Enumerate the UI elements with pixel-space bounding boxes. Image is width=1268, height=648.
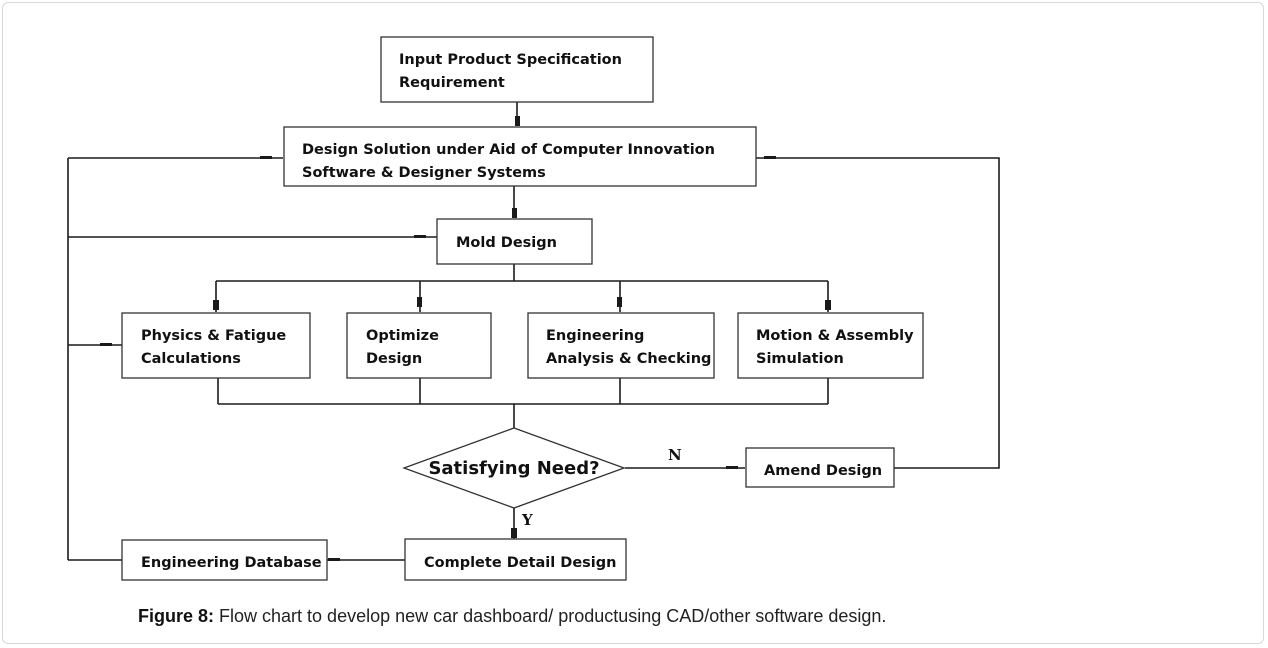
svg-text:Design: Design: [366, 351, 422, 367]
node-mold-design: Mold Design: [436, 218, 593, 265]
edge-label-no: N: [668, 446, 682, 464]
arrow-ticks: [100, 116, 831, 561]
arrow-tick-icon: [825, 300, 831, 310]
node-optimize-design: Optimize Design: [346, 312, 492, 379]
arrow-tick-icon: [213, 300, 219, 310]
arrow-tick-icon: [260, 156, 272, 159]
svg-text:Analysis & Checking: Analysis & Checking: [546, 351, 711, 367]
arrow-tick-icon: [100, 343, 112, 346]
figure-caption: Figure 8: Flow chart to develop new car …: [138, 606, 886, 627]
arrow-tick-icon: [417, 297, 422, 307]
arrow-tick-icon: [764, 156, 776, 159]
svg-text:Engineering Database: Engineering Database: [141, 555, 322, 571]
node-amend-design: Amend Design: [745, 447, 895, 488]
svg-text:Complete Detail Design: Complete Detail Design: [424, 555, 616, 571]
node-motion-assembly: Motion & Assembly Simulation: [737, 312, 924, 379]
figure-caption-label: Figure 8:: [138, 606, 215, 626]
edge-amend-loop: [756, 157, 1000, 469]
node-complete-detail-design: Complete Detail Design: [404, 538, 627, 581]
node-physics-fatigue: Physics & Fatigue Calculations: [121, 312, 311, 379]
svg-text:Satisfying Need?: Satisfying Need?: [428, 458, 599, 479]
arrow-tick-icon: [515, 116, 520, 126]
svg-text:Mold Design: Mold Design: [456, 235, 557, 251]
svg-text:Software & Designer Systems: Software & Designer Systems: [302, 165, 546, 181]
node-decision-satisfying-need: Satisfying Need?: [402, 427, 626, 509]
node-engineering-analysis: Engineering Analysis & Checking: [527, 312, 715, 379]
svg-text:Optimize: Optimize: [366, 328, 439, 344]
svg-text:Requirement: Requirement: [399, 75, 505, 91]
arrow-tick-icon: [512, 208, 517, 218]
node-design-solution: Design Solution under Aid of Computer In…: [283, 126, 757, 187]
svg-text:Simulation: Simulation: [756, 351, 844, 367]
arrow-tick-icon: [617, 297, 622, 307]
svg-text:Motion & Assembly: Motion & Assembly: [756, 328, 914, 344]
svg-text:Design Solution under Aid of C: Design Solution under Aid of Computer In…: [302, 142, 715, 158]
arrow-tick-icon: [726, 466, 738, 469]
arrow-tick-icon: [328, 558, 340, 561]
svg-text:Calculations: Calculations: [141, 351, 241, 367]
svg-text:Amend Design: Amend Design: [764, 463, 882, 479]
figure-caption-text: Flow chart to develop new car dashboard/…: [214, 606, 887, 626]
arrow-tick-icon: [511, 528, 517, 538]
arrow-tick-icon: [414, 235, 426, 238]
svg-text:Engineering: Engineering: [546, 328, 644, 344]
edge-label-yes: Y: [521, 511, 533, 529]
node-engineering-database: Engineering Database: [121, 539, 328, 581]
svg-text:Input Product Specification: Input Product Specification: [399, 52, 622, 68]
node-input-spec: Input Product Specification Requirement: [380, 36, 654, 103]
svg-text:Physics & Fatigue: Physics & Fatigue: [141, 328, 286, 344]
